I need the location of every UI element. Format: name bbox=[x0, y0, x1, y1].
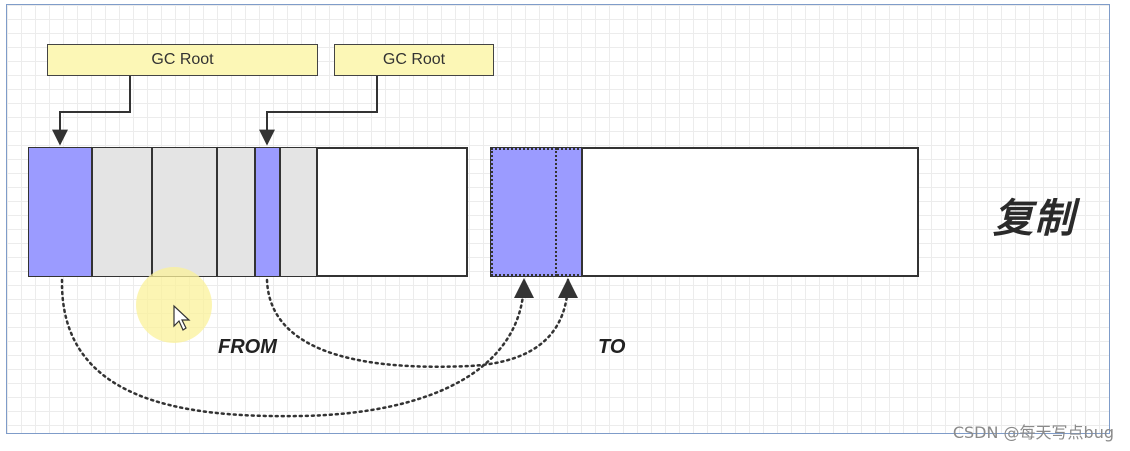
root-reference-arrow-2 bbox=[259, 76, 378, 146]
gc-root-label-1: GC Root bbox=[151, 51, 214, 68]
to-copied-object-2 bbox=[557, 148, 583, 276]
copy-arrow-2 bbox=[265, 278, 578, 368]
copy-title: 复制 bbox=[993, 196, 1075, 242]
from-dead-object-4 bbox=[281, 148, 318, 276]
from-live-object-2 bbox=[256, 148, 281, 276]
from-dead-object-1 bbox=[93, 148, 153, 276]
root-reference-arrow-1 bbox=[52, 76, 131, 146]
cursor-highlight bbox=[136, 267, 212, 343]
gc-root-box-1: GC Root bbox=[47, 44, 318, 76]
from-dead-object-2 bbox=[153, 148, 218, 276]
gc-root-label-2: GC Root bbox=[382, 51, 446, 68]
copy-arrow-1 bbox=[60, 278, 534, 418]
mouse-pointer-icon bbox=[173, 304, 191, 331]
from-label: FROM bbox=[218, 336, 277, 358]
to-copied-object-1 bbox=[491, 148, 557, 276]
from-dead-object-3 bbox=[218, 148, 256, 276]
from-live-object-1 bbox=[29, 148, 93, 276]
to-label: TO bbox=[598, 336, 626, 358]
csdn-watermark: CSDN @每天写点bug bbox=[952, 423, 1114, 442]
gc-root-box-2: GC Root bbox=[334, 44, 494, 76]
